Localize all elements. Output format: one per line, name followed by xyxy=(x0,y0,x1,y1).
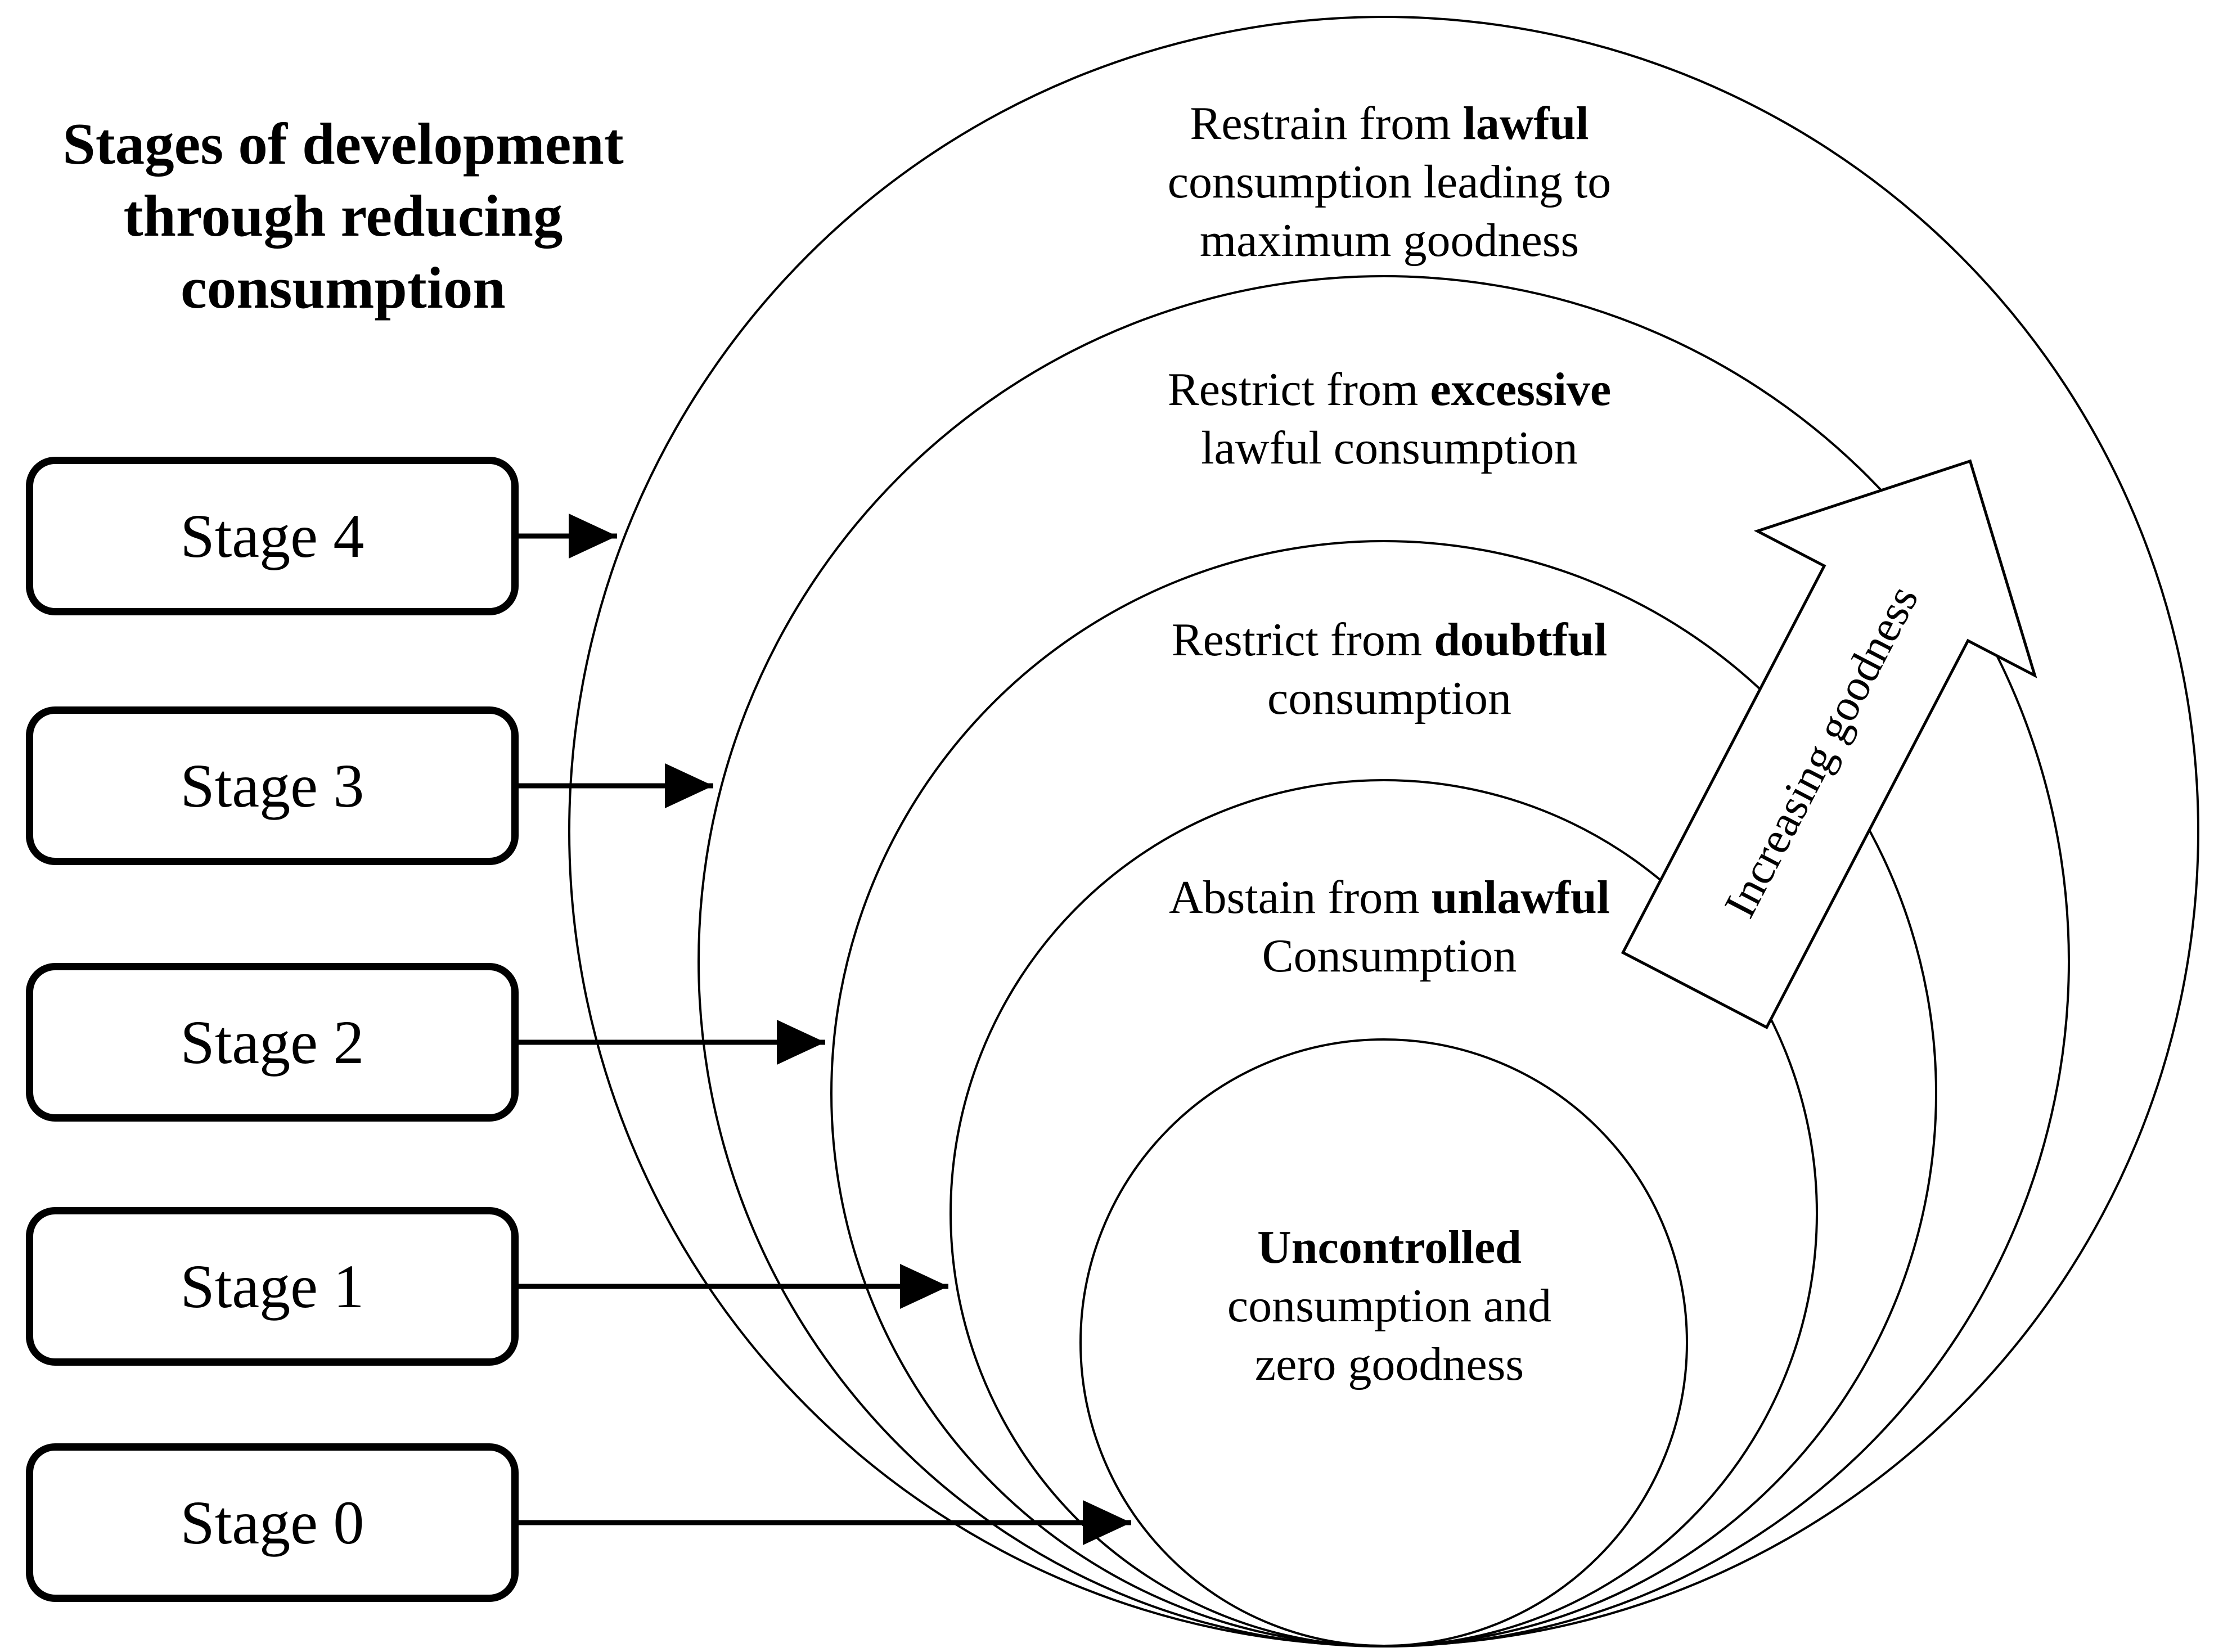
block-arrow-shape xyxy=(1621,459,2037,1029)
ring-label-segment: lawful xyxy=(1462,97,1589,150)
ring-label-segment: Restrict from xyxy=(1167,363,1430,416)
stage-box-3: Stage 3 xyxy=(26,706,519,865)
ring-label-segment: Restrict from xyxy=(1171,614,1434,666)
stage-box-label: Stage 3 xyxy=(180,751,364,820)
figure-title-line: Stages of development xyxy=(62,111,624,177)
ring-label-line: Restrict from doubtful xyxy=(968,611,1811,669)
stage-box-4: Stage 4 xyxy=(26,457,519,615)
ring-label-segment: excessive xyxy=(1430,363,1612,416)
figure-title-line: consumption xyxy=(181,255,506,321)
ring-label-line: zero goodness xyxy=(968,1335,1811,1394)
ring-label-segment: Consumption xyxy=(1262,930,1517,982)
ring-label-segment: consumption leading to xyxy=(1167,156,1612,208)
stage-box-label: Stage 1 xyxy=(180,1252,364,1321)
stage-box-label: Stage 2 xyxy=(180,1007,364,1077)
ring-label-line: Uncontrolled xyxy=(968,1218,1811,1277)
ring-label-line: Restrain from lawful xyxy=(968,94,1811,153)
ring-label-segment: Restrain from xyxy=(1190,97,1463,150)
ring-label-line: consumption and xyxy=(968,1277,1811,1335)
ring-label-segment: doubtful xyxy=(1434,614,1608,666)
ring-label-segment: lawful consumption xyxy=(1201,422,1578,474)
ring-label-uncontrolled: Uncontrolled consumption and zero goodness xyxy=(968,1218,1811,1394)
ring-label-segment: Abstain from xyxy=(1168,871,1432,924)
stage-box-1: Stage 1 xyxy=(26,1207,519,1366)
ring-label-segment: consumption and xyxy=(1227,1280,1552,1332)
ring-label-line: Restrict from excessive xyxy=(968,361,1811,419)
ring-label-line: consumption xyxy=(968,669,1811,728)
ring-label-line: consumption leading to xyxy=(968,153,1811,211)
ring-label-segment: zero goodness xyxy=(1254,1338,1524,1390)
ring-label-segment: unlawful xyxy=(1431,871,1610,924)
stage-box-2: Stage 2 xyxy=(26,963,519,1122)
stage-box-label: Stage 0 xyxy=(180,1488,364,1557)
figure-title-line: through reducing xyxy=(123,183,563,249)
ring-label-segment: consumption xyxy=(1267,672,1511,724)
ring-label-segment: Uncontrolled xyxy=(1257,1221,1522,1273)
ring-label-line: Abstain from unlawful xyxy=(968,868,1811,927)
ring-label-segment: maximum goodness xyxy=(1199,214,1580,267)
ring-label-line: Consumption xyxy=(968,927,1811,985)
ring-label-line: maximum goodness xyxy=(968,211,1811,270)
stage-box-label: Stage 4 xyxy=(180,501,364,570)
stage-box-0: Stage 0 xyxy=(26,1443,519,1602)
figure-title: Stages of development through reducing c… xyxy=(34,108,652,324)
ring-circle-innermost xyxy=(1079,1038,1688,1647)
ring-label-line: lawful consumption xyxy=(968,419,1811,478)
